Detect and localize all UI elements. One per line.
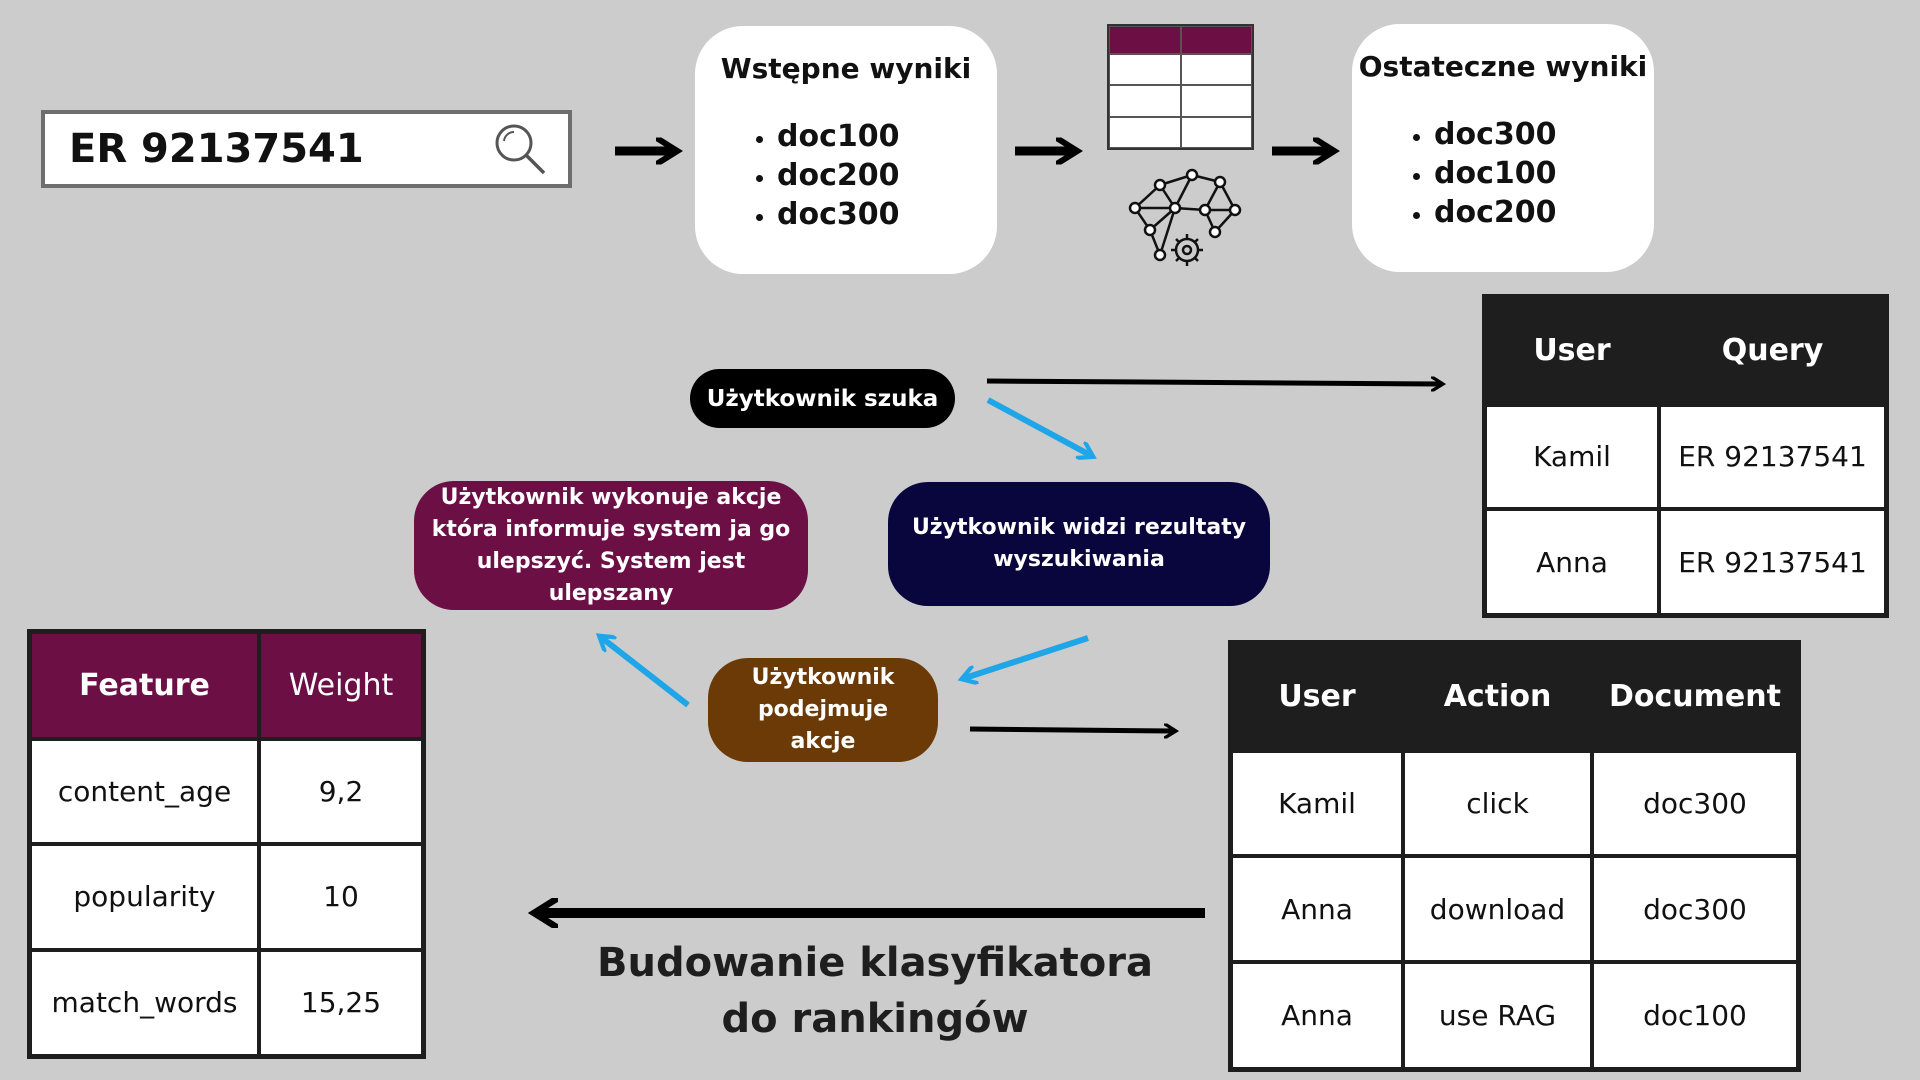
classifier-title-line: Budowanie klasyfikatora	[596, 940, 1153, 986]
step-system-improves: Użytkownik wykonuje akcje która informuj…	[414, 481, 808, 610]
table-row: match_words 15,25	[27, 947, 426, 1059]
table-cell: 9,2	[257, 736, 426, 847]
table-cell: click	[1401, 748, 1594, 859]
table-row: Anna use RAG doc100	[1228, 960, 1801, 1072]
table-cell: match_words	[27, 947, 261, 1059]
table-row: Anna download doc300	[1228, 854, 1801, 965]
final-results-list: doc300 doc100 doc200	[1392, 115, 1654, 232]
table-cell: Kamil	[1228, 748, 1405, 859]
column-header: Feature	[27, 629, 261, 741]
search-icon[interactable]	[492, 121, 548, 177]
table-row: Anna ER 92137541	[1482, 507, 1889, 618]
list-item: doc100	[1434, 154, 1654, 193]
table-cell: doc100	[1590, 960, 1801, 1072]
arrow-to-action-table	[969, 729, 1173, 731]
table-cell: use RAG	[1401, 960, 1594, 1072]
table-cell: popularity	[27, 842, 261, 952]
final-results-title: Ostateczne wyniki	[1358, 50, 1648, 83]
query-log-table: User Query Kamil ER 92137541 Anna ER 921…	[1482, 294, 1889, 618]
search-box[interactable]: ER 92137541	[41, 110, 572, 188]
table-cell: Anna	[1228, 960, 1405, 1072]
table-row: content_age 9,2	[27, 736, 426, 847]
step-user-takes-action: Użytkownik podejmuje akcje	[708, 658, 938, 762]
list-item: doc100	[777, 117, 997, 156]
table-cell: content_age	[27, 736, 261, 847]
classifier-title-line: do rankingów	[721, 996, 1029, 1042]
table-row: Kamil click doc300	[1228, 748, 1801, 859]
step-user-sees-results: Użytkownik widzi rezultaty wyszukiwania	[888, 482, 1270, 606]
list-item: doc200	[777, 156, 997, 195]
table-cell: doc300	[1590, 854, 1801, 965]
initial-results-card: Wstępne wyniki doc100 doc200 doc300	[695, 26, 997, 274]
table-cell: Kamil	[1482, 402, 1661, 512]
table-cell: download	[1401, 854, 1594, 965]
table-cell: 15,25	[257, 947, 426, 1059]
arrow-to-query-table	[986, 381, 1440, 384]
initial-results-list: doc100 doc200 doc300	[735, 117, 997, 234]
table-cell: 10	[257, 842, 426, 952]
column-header: Query	[1657, 294, 1889, 407]
step-user-searches: Użytkownik szuka	[690, 369, 955, 428]
list-item: doc200	[1434, 193, 1654, 232]
feature-weights-table: Feature Weight content_age 9,2 popularit…	[27, 629, 426, 1059]
cycle-arrow-2	[965, 635, 1089, 678]
table-row: Kamil ER 92137541	[1482, 402, 1889, 512]
mini-ranking-table-icon	[1107, 24, 1254, 150]
column-header: Document	[1590, 640, 1801, 753]
table-cell: ER 92137541	[1657, 402, 1889, 512]
table-cell: Anna	[1228, 854, 1405, 965]
cycle-arrow-3	[602, 638, 690, 708]
list-item: doc300	[1434, 115, 1654, 154]
column-header: User	[1482, 294, 1661, 407]
final-results-card: Ostateczne wyniki doc300 doc100 doc200	[1352, 24, 1654, 272]
classifier-title: Budowanie klasyfikatora do rankingów	[560, 935, 1190, 1047]
column-header: User	[1228, 640, 1405, 753]
table-cell: Anna	[1482, 507, 1661, 618]
action-log-table: User Action Document Kamil click doc300 …	[1228, 640, 1801, 1072]
table-cell: doc300	[1590, 748, 1801, 859]
table-cell: ER 92137541	[1657, 507, 1889, 618]
search-query[interactable]: ER 92137541	[69, 126, 364, 172]
initial-results-title: Wstępne wyniki	[720, 52, 972, 85]
column-header: Weight	[257, 629, 426, 741]
table-row: popularity 10	[27, 842, 426, 952]
list-item: doc300	[777, 195, 997, 234]
cycle-arrow-1	[986, 397, 1090, 455]
column-header: Action	[1401, 640, 1594, 753]
neural-network-gear-icon	[1128, 168, 1242, 266]
